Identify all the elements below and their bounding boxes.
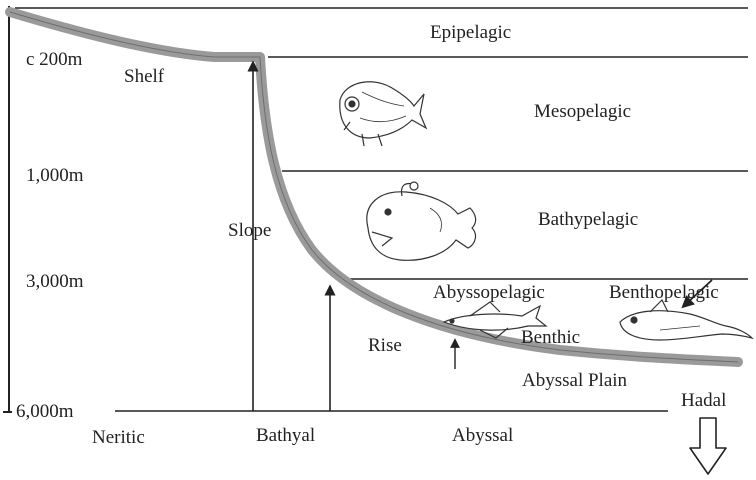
depth-label-1000m: 1,000m: [26, 165, 84, 186]
zone-label-hadal: Hadal: [681, 390, 726, 411]
zone-label-mesopelagic: Mesopelagic: [534, 101, 631, 122]
zone-label-epipelagic: Epipelagic: [430, 22, 511, 43]
seafloor-profile: [10, 12, 738, 362]
rattail-fish-icon: [620, 300, 752, 340]
hatchetfish-icon: [340, 82, 426, 146]
zone-label-benthic: Benthic: [521, 327, 580, 348]
feature-label-slope: Slope: [228, 220, 271, 241]
zone-label-benthopelagic: Benthopelagic: [609, 282, 719, 303]
region-label-abyssal: Abyssal: [452, 425, 513, 446]
region-label-neritic: Neritic: [92, 427, 145, 448]
depth-label-6000m: 6,000m: [16, 401, 74, 422]
anglerfish-icon: [367, 182, 476, 260]
seafloor-profile-edge: [10, 12, 738, 362]
feature-label-abyssal-plain: Abyssal Plain: [522, 370, 628, 391]
zone-label-abyssopelagic: Abyssopelagic: [433, 282, 545, 303]
depth-label-200m: c 200m: [26, 49, 83, 70]
hadal-down-arrow-icon: [690, 418, 726, 474]
zone-label-bathypelagic: Bathypelagic: [538, 209, 638, 230]
region-label-bathyal: Bathyal: [256, 425, 315, 446]
feature-label-shelf: Shelf: [124, 66, 165, 87]
feature-label-rise: Rise: [368, 335, 402, 356]
depth-label-3000m: 3,000m: [26, 271, 84, 292]
